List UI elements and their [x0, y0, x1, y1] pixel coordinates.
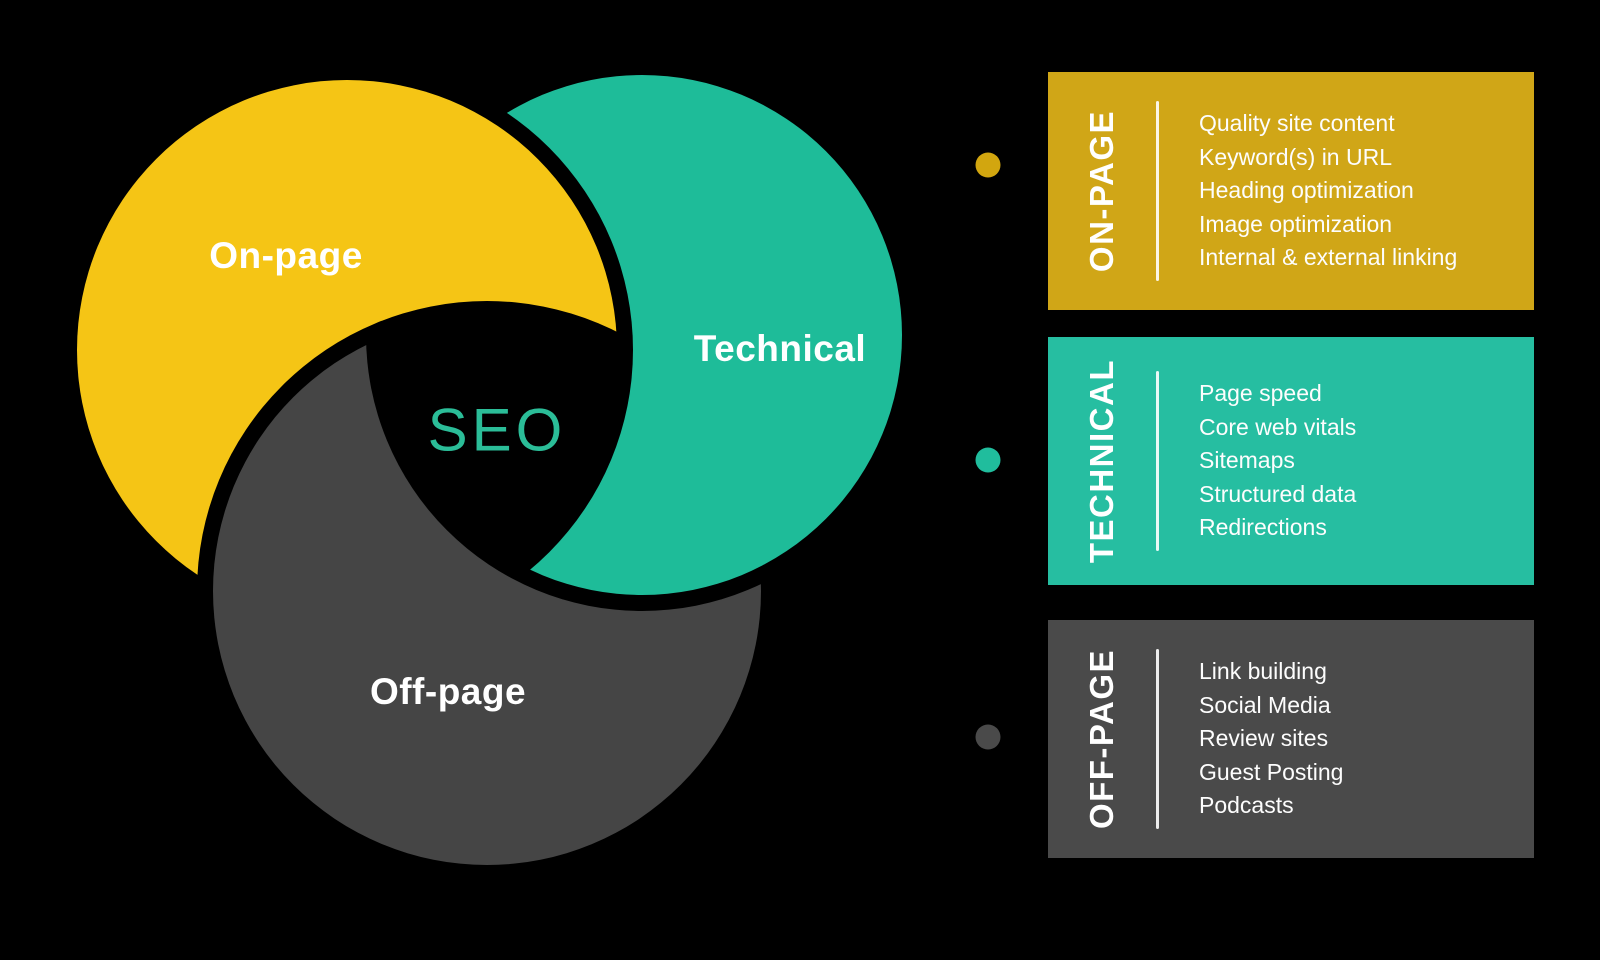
technical-card-title: TECHNICAL — [1083, 358, 1120, 564]
list-item: Structured data — [1199, 480, 1357, 507]
list-item: Review sites — [1199, 725, 1329, 752]
on-page-label: On-page — [209, 235, 363, 276]
technical-card-items: Page speed Core web vitals Sitemaps Stru… — [1199, 377, 1356, 545]
on-page-card: ON-PAGE Quality site content Keyword(s) … — [1048, 72, 1534, 310]
off-page-card-divider — [1156, 649, 1159, 829]
list-item: Internal & external linking — [1199, 244, 1458, 271]
list-item: Quality site content — [1199, 110, 1395, 137]
technical-card-divider — [1156, 371, 1159, 551]
list-item: Keyword(s) in URL — [1199, 143, 1392, 170]
seo-center-label: SEO — [427, 396, 567, 464]
on-page-card-title-wrap: ON-PAGE — [1048, 72, 1156, 310]
list-item: Heading optimization — [1199, 177, 1414, 204]
on-page-card-items: Quality site content Keyword(s) in URL H… — [1199, 107, 1457, 275]
technical-label: Technical — [693, 328, 867, 369]
list-item: Social Media — [1199, 691, 1331, 718]
technical-card-title-wrap: TECHNICAL — [1048, 337, 1156, 585]
list-item: Podcasts — [1199, 792, 1294, 819]
on-page-card-divider — [1156, 101, 1159, 281]
list-item: Image optimization — [1199, 210, 1393, 237]
list-item: Core web vitals — [1199, 413, 1357, 440]
list-item: Guest Posting — [1199, 758, 1344, 785]
on-page-dot — [975, 152, 1001, 178]
list-item: Page speed — [1199, 380, 1322, 407]
list-item: Sitemaps — [1199, 447, 1295, 474]
off-page-label: Off-page — [369, 671, 527, 712]
off-page-card-items: Link building Social Media Review sites … — [1199, 655, 1343, 823]
list-item: Link building — [1199, 658, 1327, 685]
off-page-card-title-wrap: OFF-PAGE — [1048, 620, 1156, 858]
off-page-card-title: OFF-PAGE — [1083, 648, 1120, 830]
technical-card: TECHNICAL Page speed Core web vitals Sit… — [1048, 337, 1534, 585]
technical-dot — [975, 447, 1001, 473]
off-page-card: OFF-PAGE Link building Social Media Revi… — [1048, 620, 1534, 858]
list-item: Redirections — [1199, 514, 1327, 541]
off-page-dot — [975, 724, 1001, 750]
on-page-card-title: ON-PAGE — [1083, 109, 1120, 273]
off-page-circle — [213, 317, 761, 865]
